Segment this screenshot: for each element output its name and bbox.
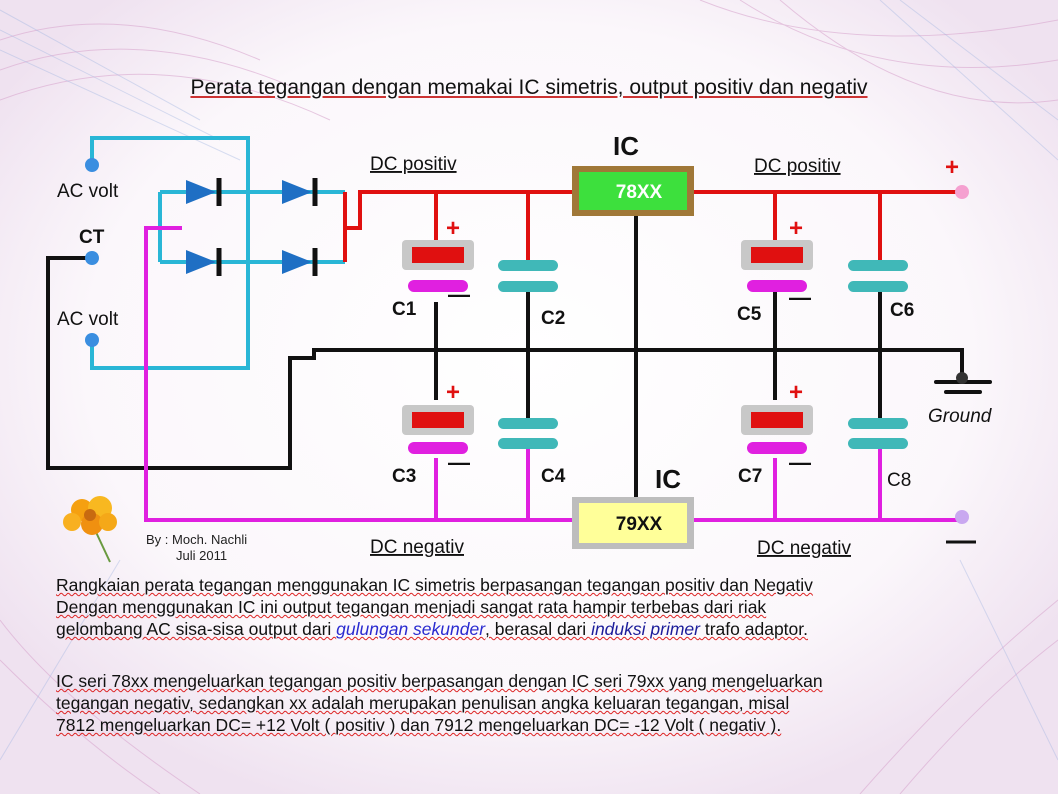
para2-line3: 7812 mengeluarkan DC= +12 Volt ( positiv…: [56, 715, 782, 735]
para2-line2: tegangan negativ, sedangkan xx adalah me…: [56, 693, 790, 713]
diode-icon: [186, 178, 222, 206]
label-79xx: 79XX: [616, 514, 663, 535]
label-c7: C7: [738, 466, 762, 487]
ceramic-capacitors: [498, 260, 908, 449]
para1-line3-a: gelombang AC sisa-sisa output dari: [56, 619, 337, 639]
plus-sign-c3: +: [446, 379, 460, 406]
label-c4: C4: [541, 466, 566, 487]
para1-line1: Rangkaian perata tegangan menggunakan IC…: [56, 575, 813, 595]
label-dc-negativ-left: DC negativ: [370, 537, 464, 558]
para1-line3-e: trafo adaptor.: [700, 619, 808, 639]
label-ic-top: IC: [613, 131, 639, 161]
minus-sign-c3: —: [448, 450, 470, 475]
capacitor-c1: [402, 240, 474, 292]
ground-wire: [46, 210, 964, 500]
label-c1: C1: [392, 299, 417, 320]
label-ground: Ground: [928, 406, 993, 427]
author-name: By : Moch. Nachli: [146, 532, 248, 547]
flower-icon: [63, 496, 117, 563]
capacitor-c7: [741, 405, 813, 454]
negative-rail: [144, 226, 960, 522]
diode-icon: [282, 248, 318, 276]
plus-sign-output: +: [945, 154, 959, 181]
minus-sign-c5: —: [789, 285, 811, 310]
plus-sign-c5: +: [789, 215, 803, 242]
bridge-diodes: [186, 178, 318, 276]
description-paragraph-2: IC seri 78xx mengeluarkan tegangan posit…: [56, 670, 1006, 736]
plus-sign-c1: +: [446, 215, 460, 242]
label-c3: C3: [392, 466, 416, 487]
author-date: Juli 2011: [176, 548, 228, 563]
minus-sign-output: —: [946, 524, 976, 557]
label-dc-negativ-right: DC negativ: [757, 538, 851, 559]
para1-line2: Dengan menggunakan IC ini output teganga…: [56, 597, 767, 617]
author-credit: By : Moch. Nachli Juli 2011: [146, 532, 247, 564]
page-title: Perata tegangan dengan memakai IC simetr…: [190, 76, 868, 99]
label-ic-bottom: IC: [655, 464, 681, 494]
label-dc-positiv-left: DC positiv: [370, 154, 457, 175]
label-78xx: 78XX: [616, 182, 663, 203]
para1-line3-b: gulungan sekunder: [336, 619, 486, 639]
label-c2: C2: [541, 308, 565, 329]
para1-line3-c: , berasal dari: [485, 619, 592, 639]
description-paragraph-1: Rangkaian perata tegangan menggunakan IC…: [56, 574, 1006, 640]
label-ac-volt-top: AC volt: [57, 181, 119, 202]
label-c8: C8: [887, 470, 911, 491]
label-dc-positiv-right: DC positiv: [754, 156, 841, 177]
minus-sign-c1: —: [448, 282, 470, 307]
label-ac-volt-bottom: AC volt: [57, 309, 119, 330]
minus-sign-c7: —: [789, 450, 811, 475]
para2-line1: IC seri 78xx mengeluarkan tegangan posit…: [56, 671, 823, 691]
label-c6: C6: [890, 300, 914, 321]
electrolytic-capacitors: [402, 240, 813, 454]
label-c5: C5: [737, 304, 762, 325]
plus-sign-c7: +: [789, 379, 803, 406]
capacitor-c5: [741, 240, 813, 292]
para1-line3-d: induksi primer: [591, 619, 700, 639]
capacitor-c3: [402, 405, 474, 454]
positive-rail: [343, 190, 960, 262]
regulator-79xx: [572, 497, 694, 549]
terminal-dots: [85, 158, 969, 524]
regulator-78xx: [572, 166, 694, 216]
label-ct: CT: [79, 227, 105, 248]
diode-icon: [186, 248, 222, 276]
diode-icon: [282, 178, 318, 206]
